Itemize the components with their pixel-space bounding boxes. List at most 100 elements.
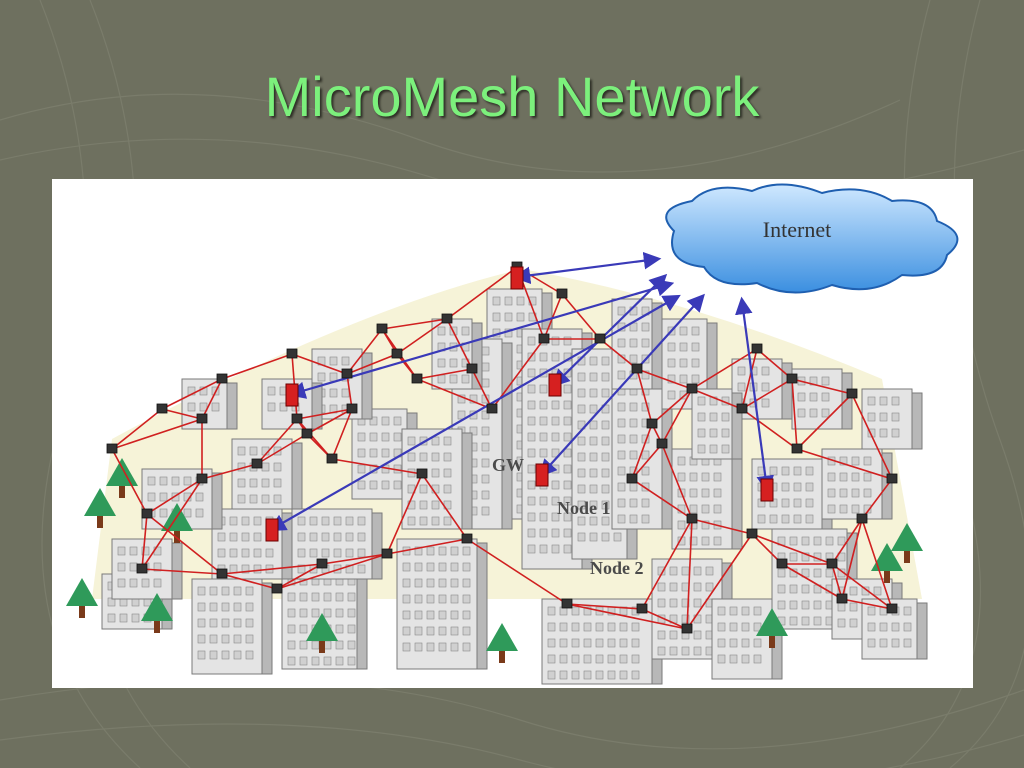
mesh-link xyxy=(111,448,148,515)
building-window xyxy=(229,532,238,542)
building-window xyxy=(547,654,556,664)
building-window xyxy=(297,548,306,558)
building-window xyxy=(249,446,258,456)
building-window xyxy=(551,544,560,554)
building-window xyxy=(721,444,730,454)
building-window xyxy=(551,352,560,362)
building-window xyxy=(443,484,452,494)
building-window xyxy=(357,432,366,442)
building-window xyxy=(461,326,470,336)
building-window xyxy=(481,346,490,356)
building-window xyxy=(450,642,459,652)
building-window xyxy=(559,638,568,648)
building-window xyxy=(709,428,718,438)
building-window xyxy=(693,566,702,576)
building-window xyxy=(335,640,344,650)
building-window xyxy=(789,600,798,610)
router-node xyxy=(391,348,403,359)
building-window xyxy=(462,594,471,604)
tree-trunk xyxy=(79,604,85,618)
building-window xyxy=(195,492,204,502)
building-window xyxy=(693,646,702,656)
building-window xyxy=(438,562,447,572)
building-window xyxy=(129,562,138,572)
building-window xyxy=(669,630,678,640)
building-window xyxy=(813,616,822,626)
mesh-link xyxy=(321,553,388,565)
building-window xyxy=(589,532,598,542)
building-window xyxy=(287,592,296,602)
building-window xyxy=(629,402,638,412)
internet-link xyxy=(512,251,662,285)
building-side xyxy=(841,372,853,430)
building-window xyxy=(450,546,459,556)
building-window xyxy=(261,462,270,472)
building-window xyxy=(619,670,628,680)
building-window xyxy=(851,456,860,466)
building-window xyxy=(825,568,834,578)
building-window xyxy=(369,432,378,442)
building-window xyxy=(419,516,428,526)
router-node xyxy=(486,403,498,414)
building-side xyxy=(476,542,488,670)
building-window xyxy=(789,616,798,626)
building-window xyxy=(559,654,568,664)
building-window xyxy=(583,606,592,616)
building-window xyxy=(249,494,258,504)
router-node xyxy=(326,453,338,464)
building-window xyxy=(299,592,308,602)
building-window xyxy=(809,392,818,402)
building-window xyxy=(141,578,150,588)
building-window xyxy=(729,638,738,648)
building-window xyxy=(311,608,320,618)
building-window xyxy=(577,436,586,446)
building-window xyxy=(863,456,872,466)
building-window xyxy=(697,444,706,454)
mesh-link xyxy=(841,518,863,600)
tree-crown xyxy=(84,488,116,516)
building-side xyxy=(291,442,303,510)
building-window xyxy=(539,544,548,554)
building-window xyxy=(729,606,738,616)
building-window xyxy=(793,498,802,508)
building-window xyxy=(249,478,258,488)
building-window xyxy=(629,418,638,428)
building-window xyxy=(450,626,459,636)
building-window xyxy=(443,516,452,526)
router-node xyxy=(646,418,658,429)
building-window xyxy=(697,428,706,438)
building-window xyxy=(323,592,332,602)
building-window xyxy=(381,480,390,490)
building-window xyxy=(153,578,162,588)
building-window xyxy=(601,532,610,542)
router-node xyxy=(686,383,698,394)
mesh-link xyxy=(641,608,688,630)
building-window xyxy=(589,356,598,366)
building-window xyxy=(879,412,888,422)
building-window xyxy=(669,582,678,592)
building-window xyxy=(450,610,459,620)
building-window xyxy=(407,452,416,462)
router-node xyxy=(561,598,573,609)
building-window xyxy=(789,552,798,562)
building-window xyxy=(667,342,676,352)
building-window xyxy=(563,448,572,458)
building-window xyxy=(311,640,320,650)
building-window xyxy=(713,488,722,498)
building-window xyxy=(261,478,270,488)
building-window xyxy=(402,562,411,572)
building-window xyxy=(689,488,698,498)
building-window xyxy=(577,468,586,478)
building-window xyxy=(357,516,366,526)
building-window xyxy=(462,578,471,588)
building-side xyxy=(356,572,368,670)
mesh-link xyxy=(861,518,893,610)
building-window xyxy=(414,562,423,572)
building-window xyxy=(287,640,296,650)
building-window xyxy=(461,374,470,384)
building-window xyxy=(879,396,888,406)
building-window xyxy=(450,562,459,572)
building-window xyxy=(867,606,876,616)
building-window xyxy=(357,548,366,558)
building-window xyxy=(563,528,572,538)
